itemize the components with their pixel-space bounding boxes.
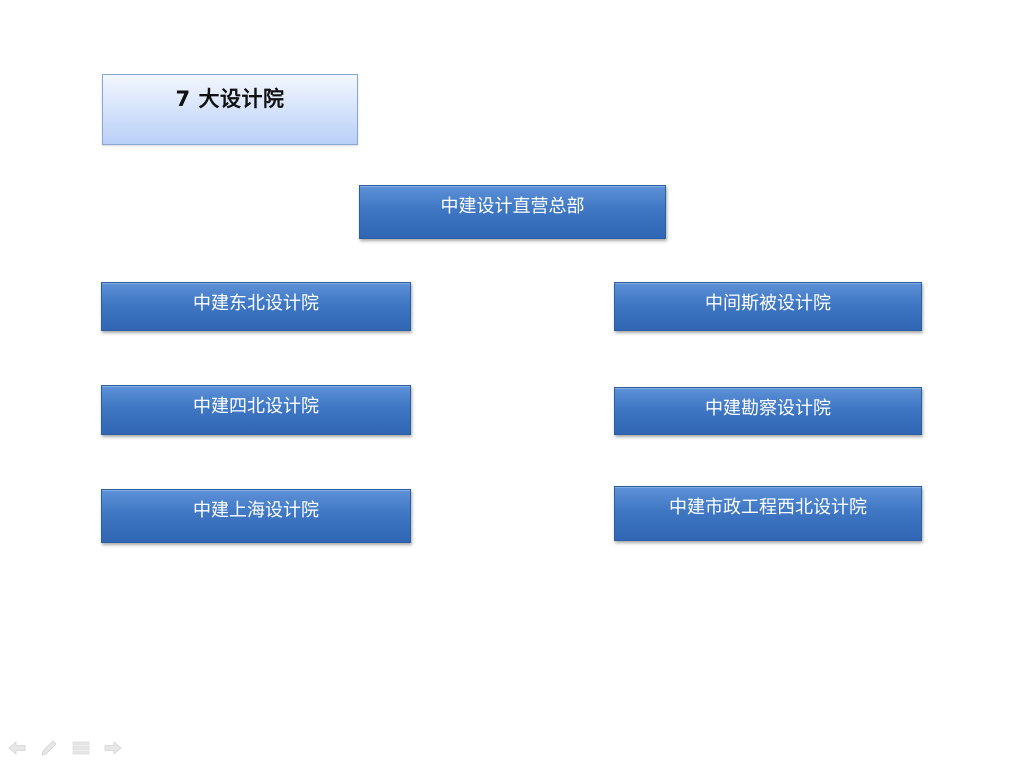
org-node-label: 中建上海设计院: [193, 500, 319, 521]
org-node-label: 中间斯被设计院: [705, 293, 831, 314]
org-node-label: 中建东北设计院: [193, 293, 319, 314]
next-icon: [104, 741, 122, 755]
org-node-label: 中建市政工程西北设计院: [669, 497, 867, 518]
org-node-survey: 中建勘察设计院: [614, 387, 922, 435]
previous-slide-button[interactable]: [8, 739, 26, 757]
org-node-label: 中建设计直营总部: [440, 196, 585, 217]
org-node-label: 中建四北设计院: [193, 396, 319, 417]
org-node-zhongjian-sibei: 中间斯被设计院: [614, 282, 922, 331]
org-node-root: 中建设计直营总部: [359, 185, 666, 239]
menu-icon: [72, 741, 90, 755]
slide-title: 7 大设计院: [175, 87, 285, 111]
title-box: 7 大设计院: [102, 74, 358, 145]
org-node-northeast: 中建东北设计院: [101, 282, 411, 331]
previous-icon: [8, 741, 26, 755]
slideshow-controls: [8, 738, 122, 758]
org-node-municipal-northwest: 中建市政工程西北设计院: [614, 486, 922, 541]
org-node-northwest: 中建四北设计院: [101, 385, 411, 435]
pen-button[interactable]: [40, 739, 58, 757]
org-node-label: 中建勘察设计院: [705, 398, 831, 419]
org-node-shanghai: 中建上海设计院: [101, 489, 411, 543]
next-slide-button[interactable]: [104, 739, 122, 757]
menu-button[interactable]: [72, 739, 90, 757]
pen-icon: [41, 740, 57, 756]
